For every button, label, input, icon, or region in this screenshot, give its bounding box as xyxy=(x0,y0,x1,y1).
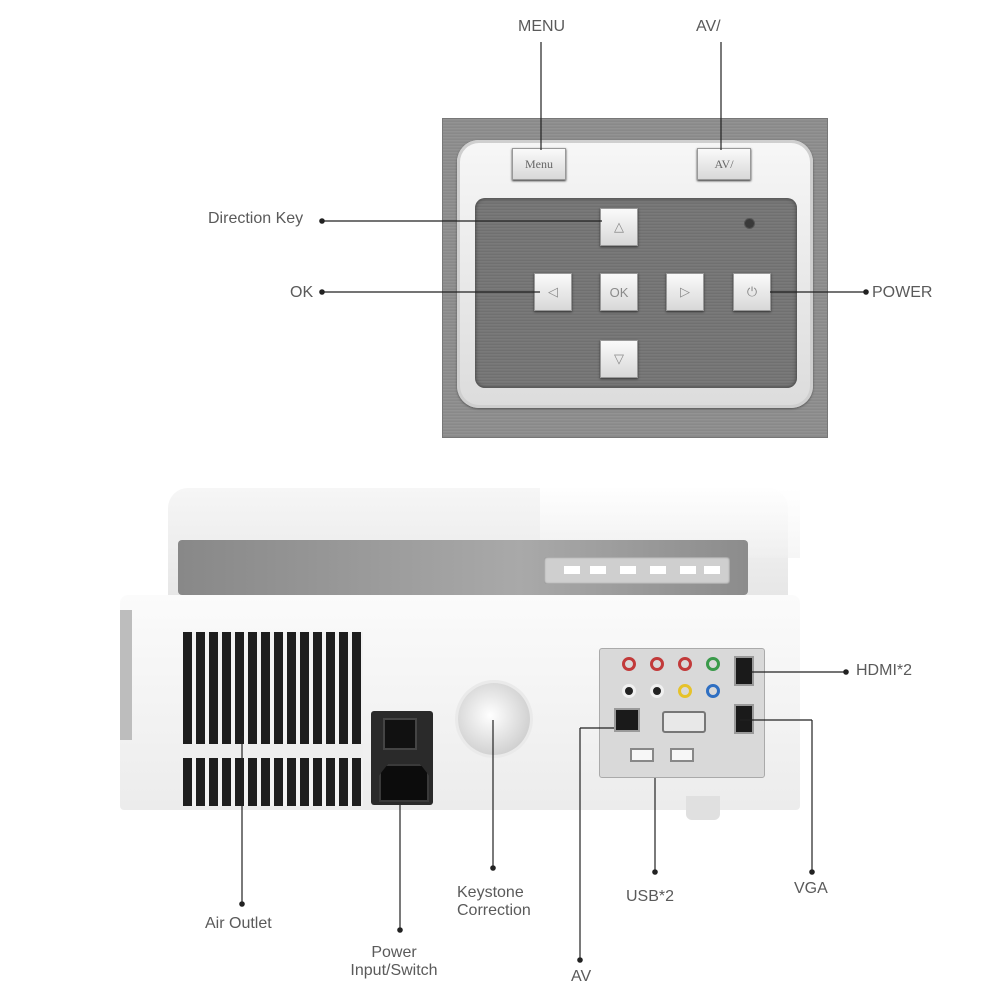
vent-divider xyxy=(183,744,363,758)
label-av-top: AV/ xyxy=(696,18,721,35)
menu-key: Menu xyxy=(512,148,566,180)
projector-foot xyxy=(686,796,720,820)
air-outlet-vent-lower xyxy=(183,758,363,806)
rca-port xyxy=(650,684,664,698)
dot-icon xyxy=(490,865,496,871)
hdmi-port-2 xyxy=(734,704,754,734)
dot-icon xyxy=(863,289,869,295)
keystone-knob xyxy=(458,683,530,755)
av-port xyxy=(614,708,640,732)
rca-port xyxy=(678,657,692,671)
rca-port xyxy=(650,657,664,671)
label-keystone: Keystone Correction xyxy=(457,884,531,919)
power-switch xyxy=(383,718,417,750)
projector-mini-keypad xyxy=(544,557,730,584)
rca-port xyxy=(622,657,636,671)
label-power-input: Power Input/Switch xyxy=(350,944,438,979)
label-direction-key: Direction Key xyxy=(208,210,304,227)
dot-icon xyxy=(319,289,325,295)
vga-port xyxy=(662,711,706,733)
rca-port xyxy=(678,684,692,698)
rca-port xyxy=(706,657,720,671)
label-vga: VGA xyxy=(794,880,828,897)
left-key: ◁ xyxy=(534,273,572,311)
hdmi-port-1 xyxy=(734,656,754,686)
indicator-led xyxy=(745,219,754,228)
rca-port xyxy=(706,684,720,698)
right-key: ▷ xyxy=(666,273,704,311)
down-key: ▽ xyxy=(600,340,638,378)
dot-icon xyxy=(397,927,403,933)
power-socket xyxy=(379,764,429,802)
dot-icon xyxy=(577,957,583,963)
label-ok: OK xyxy=(290,284,314,301)
dot-icon xyxy=(239,901,245,907)
label-usb: USB*2 xyxy=(626,888,675,905)
label-hdmi: HDMI*2 xyxy=(856,662,913,679)
usb-port-1 xyxy=(630,748,654,762)
av-key: AV/ xyxy=(697,148,751,180)
projector-side xyxy=(120,610,132,740)
dot-icon xyxy=(809,869,815,875)
dot-icon xyxy=(319,218,325,224)
rca-port xyxy=(622,684,636,698)
usb-port-2 xyxy=(670,748,694,762)
label-power: POWER xyxy=(872,284,933,301)
ok-key: OK xyxy=(600,273,638,311)
up-key: △ xyxy=(600,208,638,246)
label-air-outlet: Air Outlet xyxy=(205,915,272,932)
power-key: ⏻ xyxy=(733,273,771,311)
dot-icon xyxy=(843,669,849,675)
air-outlet-vent xyxy=(183,632,363,744)
label-menu: MENU xyxy=(518,18,566,35)
dot-icon xyxy=(652,869,658,875)
label-av-bottom: AV xyxy=(571,968,592,985)
